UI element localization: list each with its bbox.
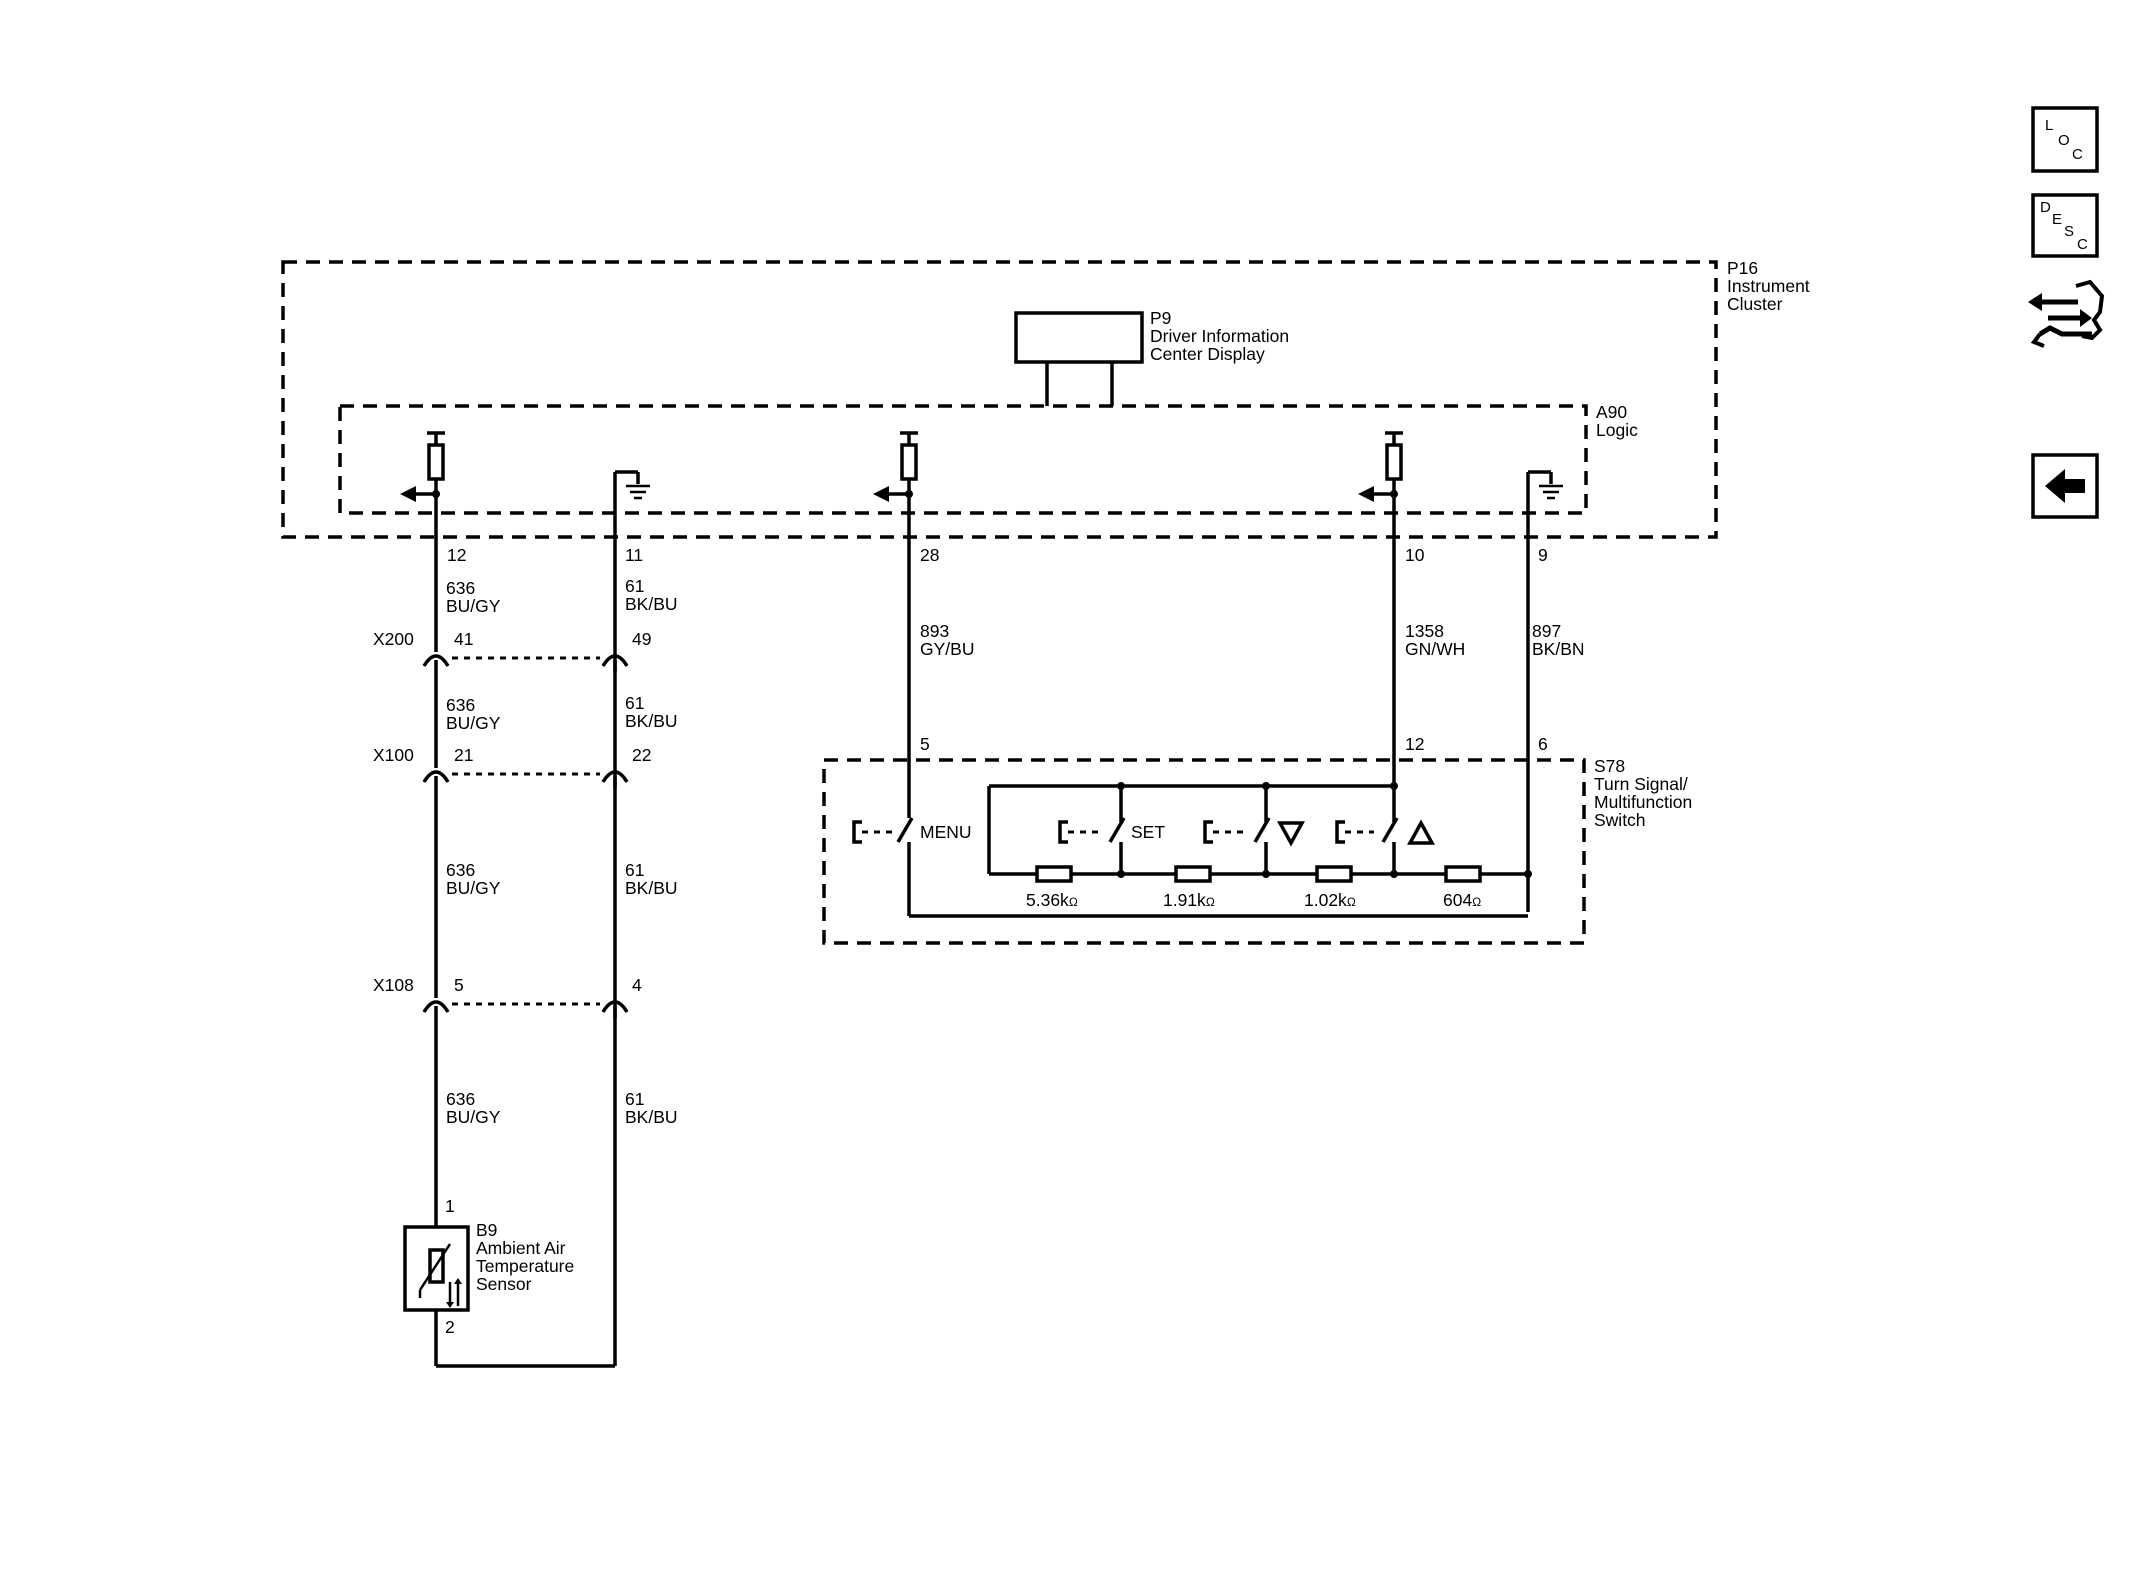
resistor-value: 604Ω (1443, 890, 1481, 910)
s78-name-line3: Switch (1594, 810, 1646, 830)
p9-name-line2: Center Display (1150, 344, 1265, 364)
b9-thermistor-symbol (403, 1225, 470, 1312)
p9-id: P9 (1150, 308, 1171, 328)
desc-letter: S (2064, 223, 2074, 240)
a90-id: A90 (1596, 402, 1627, 422)
pin-label: 5 (920, 734, 930, 754)
wire-color-label: BK/BU (625, 1107, 678, 1127)
p16-id: P16 (1727, 258, 1758, 278)
ground-symbol-pin9 (1528, 470, 1563, 500)
back-button[interactable] (2031, 453, 2099, 519)
b9-pin: 2 (445, 1317, 455, 1337)
resistor-value: 5.36kΩ (1026, 890, 1078, 910)
resistor-value: 1.91kΩ (1163, 890, 1215, 910)
wire-color-label: GY/BU (920, 639, 974, 659)
set-switch (1058, 786, 1126, 874)
pullup-input-pin10 (1358, 431, 1403, 502)
connector-name: X108 (373, 975, 414, 995)
loc-letter: O (2058, 132, 2070, 149)
connector-pin: 21 (454, 745, 473, 765)
pin-label: 28 (920, 545, 939, 565)
wire-color-label: BK/BU (625, 594, 678, 614)
menu-switch (852, 817, 914, 916)
location-button[interactable]: L O C (2031, 106, 2099, 173)
description-button[interactable]: D E S C (2031, 193, 2099, 258)
p16-name-line2: Cluster (1727, 294, 1783, 314)
wire-circuit-label: 636 (446, 578, 475, 598)
desc-letter: C (2077, 236, 2088, 253)
wire-color-label: BK/BU (625, 711, 678, 731)
wire-color-label: BK/BU (625, 878, 678, 898)
resistor-value: 1.02kΩ (1304, 890, 1356, 910)
wire-circuit-label: 61 (625, 860, 644, 880)
s78-name-line1: Turn Signal/ (1594, 774, 1688, 794)
connector-x200 (422, 654, 629, 672)
pin-label: 9 (1538, 545, 1548, 565)
wire-circuit-label: 636 (446, 1089, 475, 1109)
connector-name: X200 (373, 629, 414, 649)
pin-label: 12 (447, 545, 466, 565)
wire-color-label: BU/GY (446, 878, 501, 898)
b9-name-line2: Temperature (476, 1256, 574, 1276)
down-triangle-icon (1277, 821, 1305, 847)
wire-color-label: BK/BN (1532, 639, 1585, 659)
wire-circuit-label: 61 (625, 1089, 644, 1109)
p9-display-box (1014, 311, 1144, 364)
wire-color-label: BU/GY (446, 713, 501, 733)
desc-letter: D (2040, 199, 2051, 216)
loc-letter: C (2072, 146, 2083, 163)
s78-id: S78 (1594, 756, 1625, 776)
p9-name-line1: Driver Information (1150, 326, 1289, 346)
resistor-ladder (989, 865, 1532, 883)
connector-name: X100 (373, 745, 414, 765)
p16-boundary (281, 260, 1718, 539)
pin-label: 11 (625, 545, 643, 565)
wire-color-label: BU/GY (446, 1107, 501, 1127)
loc-letter: L (2045, 117, 2053, 134)
b9-pin: 1 (445, 1196, 455, 1216)
wire-circuit-label: 61 (625, 576, 644, 596)
wire-color-label: GN/WH (1405, 639, 1465, 659)
a90-boundary (338, 404, 1588, 515)
b9-id: B9 (476, 1220, 497, 1240)
connector-end-view-icon[interactable] (2028, 279, 2105, 348)
connector-x100 (422, 770, 629, 788)
up-switch (1335, 786, 1435, 874)
desc-letter: E (2052, 211, 2062, 228)
connector-pin: 5 (454, 975, 464, 995)
ground-symbol-pin11 (613, 470, 650, 1366)
pin-label: 10 (1405, 545, 1425, 565)
pin-label: 6 (1538, 734, 1548, 754)
connector-x108 (422, 1000, 629, 1018)
p16-name-line1: Instrument (1727, 276, 1810, 296)
a90-name: Logic (1596, 420, 1638, 440)
arrow-left-icon (2045, 469, 2085, 503)
wire-circuit-label: 636 (446, 860, 475, 880)
s78-boundary (822, 758, 1586, 945)
wire-color-label: BU/GY (446, 596, 501, 616)
connector-pin: 49 (632, 629, 651, 649)
wire-circuit-label: 893 (920, 621, 949, 641)
set-label: SET (1131, 822, 1165, 842)
wire-circuit-label: 636 (446, 695, 475, 715)
connector-pin: 4 (632, 975, 642, 995)
s78-name-line2: Multifunction (1594, 792, 1692, 812)
b9-name-line1: Ambient Air (476, 1238, 566, 1258)
wire-circuit-label: 61 (625, 693, 644, 713)
wire-circuit-label: 1358 (1405, 621, 1444, 641)
connector-pin: 22 (632, 745, 651, 765)
pullup-input-pin28 (873, 431, 918, 502)
down-switch (1203, 786, 1305, 874)
connector-pin: 41 (454, 629, 473, 649)
up-triangle-icon (1407, 819, 1435, 845)
menu-label: MENU (920, 822, 972, 842)
wire-circuit-label: 897 (1532, 621, 1561, 641)
pullup-input-pin12 (400, 431, 445, 502)
pin-label: 12 (1405, 734, 1424, 754)
b9-name-line3: Sensor (476, 1274, 532, 1294)
